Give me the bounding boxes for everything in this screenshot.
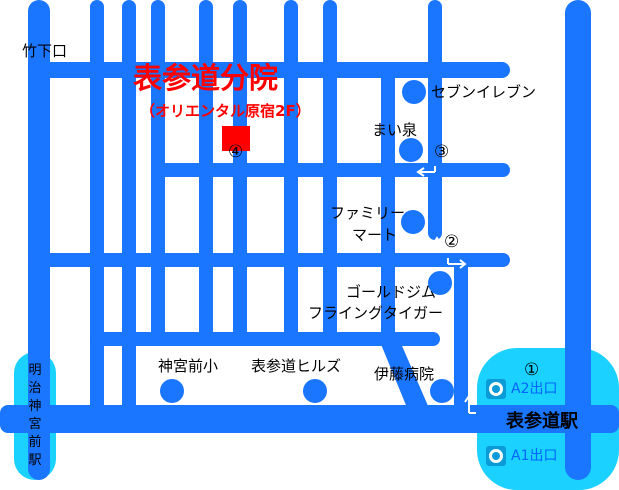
ito-hospital-label: 伊藤病院 xyxy=(374,365,435,383)
clinic-marker xyxy=(222,126,250,151)
familymart-label-1: ファミリー xyxy=(330,204,406,222)
clinic-building: （オリエンタル原宿2F） xyxy=(140,102,311,120)
familymart-label-2: マート xyxy=(352,226,398,244)
ito-hospital-dot xyxy=(430,379,454,403)
maizumi-dot xyxy=(399,138,423,162)
goldsgym-label: ゴールドジム xyxy=(346,283,437,301)
maizumi-label: まい泉 xyxy=(372,121,418,139)
route-marker-4: ④ xyxy=(228,142,244,162)
omotesando-station-label: 表参道駅 xyxy=(506,411,578,432)
arrow-3 xyxy=(416,166,436,177)
jingumae-school-dot xyxy=(160,379,184,403)
metro-icon xyxy=(486,379,506,399)
route-marker-3: ③ xyxy=(434,142,450,162)
clinic-name: 表参道分院 xyxy=(133,61,279,95)
route-marker-1: ① xyxy=(524,360,540,380)
seven-eleven-dot xyxy=(402,80,426,104)
arrow-2 xyxy=(432,236,467,269)
omotesando-hills-dot xyxy=(303,379,327,403)
arrow-exit xyxy=(464,394,476,414)
seven-eleven-label: セブンイレブン xyxy=(431,83,537,101)
exit-a1-label: A1出口 xyxy=(511,448,558,464)
jingumae-school-label: 神宮前小 xyxy=(158,357,219,375)
flying-tiger-label: フライングタイガー xyxy=(308,304,444,322)
meiji-jingumae-station-label: 明治神宮前駅 xyxy=(28,363,42,468)
road-network xyxy=(0,0,619,480)
landmark-dots xyxy=(160,80,454,403)
route-marker-2: ② xyxy=(444,232,460,252)
omotesando-hills-label: 表参道ヒルズ xyxy=(251,357,342,375)
route-arrows xyxy=(416,166,476,414)
goldsgym-dot xyxy=(428,271,452,295)
familymart-dot xyxy=(401,210,425,234)
metro-icon xyxy=(486,446,506,466)
exit-a2-label: A2出口 xyxy=(511,381,558,397)
takeshitaguchi-label: 竹下口 xyxy=(22,42,68,60)
